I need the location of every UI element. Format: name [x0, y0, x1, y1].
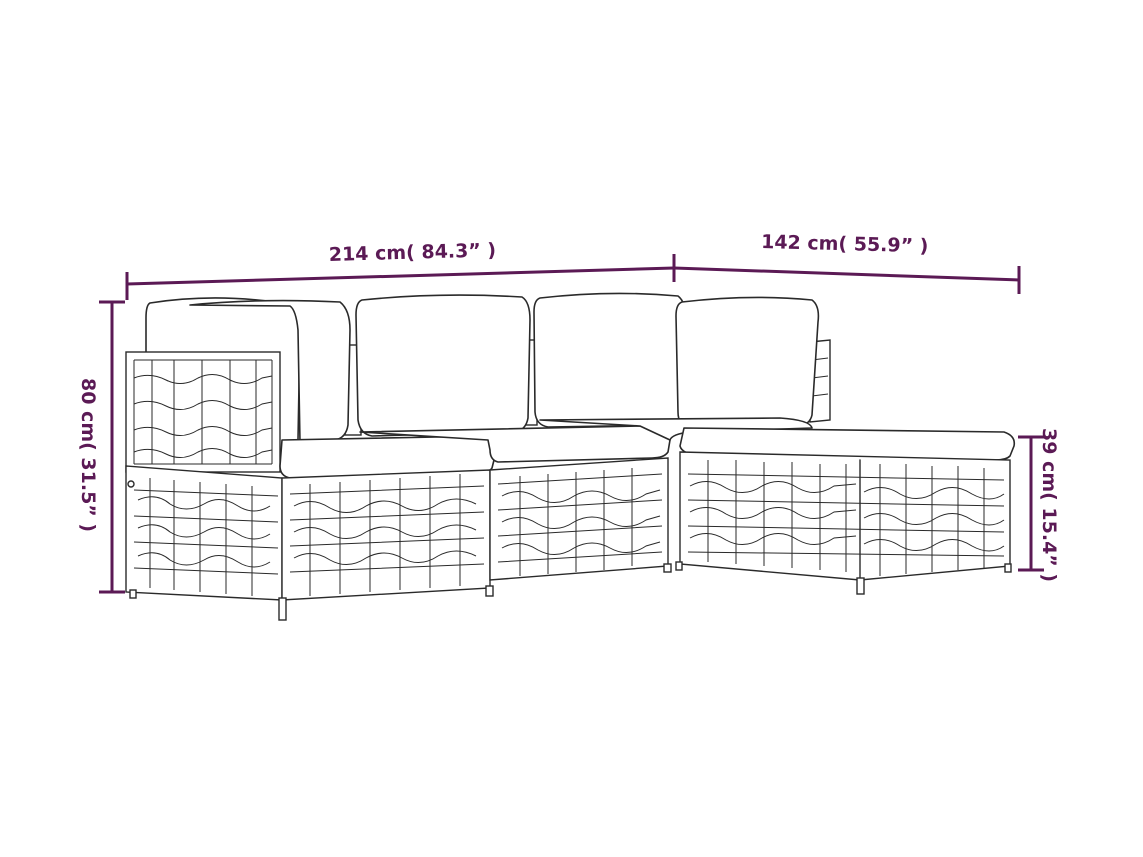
- width-ottoman-label: 142 cm( 55.9” ): [761, 231, 929, 257]
- frame-bolt: [127, 480, 135, 488]
- width-ottoman-line: [673, 266, 1020, 282]
- back-cushion-4: [533, 292, 687, 428]
- sofa-set-illustration: [125, 292, 1016, 621]
- dimension-lines: [99, 254, 1044, 594]
- width-sofa-label: 214 cm( 84.3” ): [329, 239, 497, 266]
- height-seat-label: 39 cm( 15.4” ): [1038, 428, 1060, 582]
- back-cushion-2: [189, 299, 351, 443]
- wicker-weave: [133, 460, 1005, 596]
- back-cushion-5: [675, 296, 820, 429]
- back-cushion-3: [355, 294, 531, 437]
- left-armrest: [125, 351, 281, 473]
- width-sofa-line: [126, 266, 675, 286]
- height-total-label: 80 cm( 31.5” ): [77, 378, 99, 532]
- seat-cushions: [279, 417, 1016, 479]
